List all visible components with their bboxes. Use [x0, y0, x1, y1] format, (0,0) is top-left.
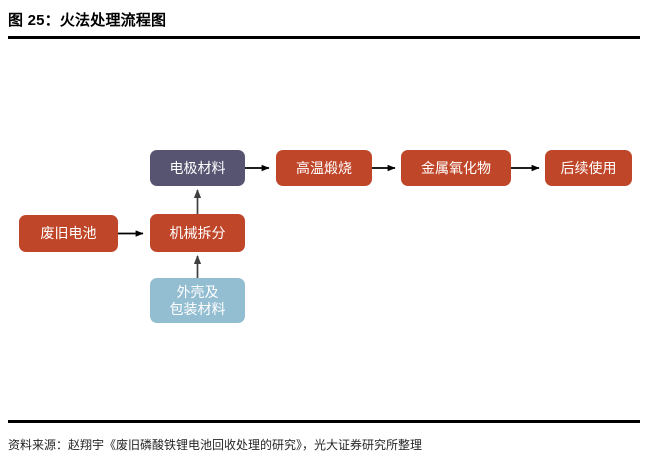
- node-shell-packaging-label: 外壳及 包装材料: [169, 283, 226, 317]
- node-metal-oxide-label: 金属氧化物: [421, 159, 491, 176]
- node-waste-battery[interactable]: 废旧电池: [19, 215, 118, 252]
- source-note: 资料来源：赵翔宇《废旧磷酸铁锂电池回收处理的研究》，光大证券研究所整理: [8, 438, 423, 452]
- node-mechanical-split[interactable]: 机械拆分: [150, 214, 245, 252]
- title-divider: [8, 36, 640, 39]
- node-electrode-material[interactable]: 电极材料: [150, 150, 245, 186]
- node-shell-packaging[interactable]: 外壳及 包装材料: [150, 278, 245, 323]
- node-subsequent-use-label: 后续使用: [560, 159, 617, 176]
- connector-layer: [118, 164, 540, 278]
- figure-title: 图 25：火法处理流程图: [8, 12, 167, 29]
- node-high-temp-calcine[interactable]: 高温煅烧: [276, 150, 372, 186]
- node-metal-oxide[interactable]: 金属氧化物: [401, 150, 511, 186]
- flowchart: 电极材料 高温煅烧 金属氧化物 后续使用 废旧电池 机械拆分 外壳及 包装材料: [0, 40, 648, 418]
- node-mechanical-split-label: 机械拆分: [169, 224, 226, 241]
- node-subsequent-use[interactable]: 后续使用: [545, 150, 632, 186]
- node-waste-battery-label: 废旧电池: [40, 225, 97, 241]
- node-high-temp-calcine-label: 高温煅烧: [296, 159, 352, 176]
- footer-divider: [8, 420, 640, 423]
- node-electrode-material-label: 电极材料: [169, 159, 226, 176]
